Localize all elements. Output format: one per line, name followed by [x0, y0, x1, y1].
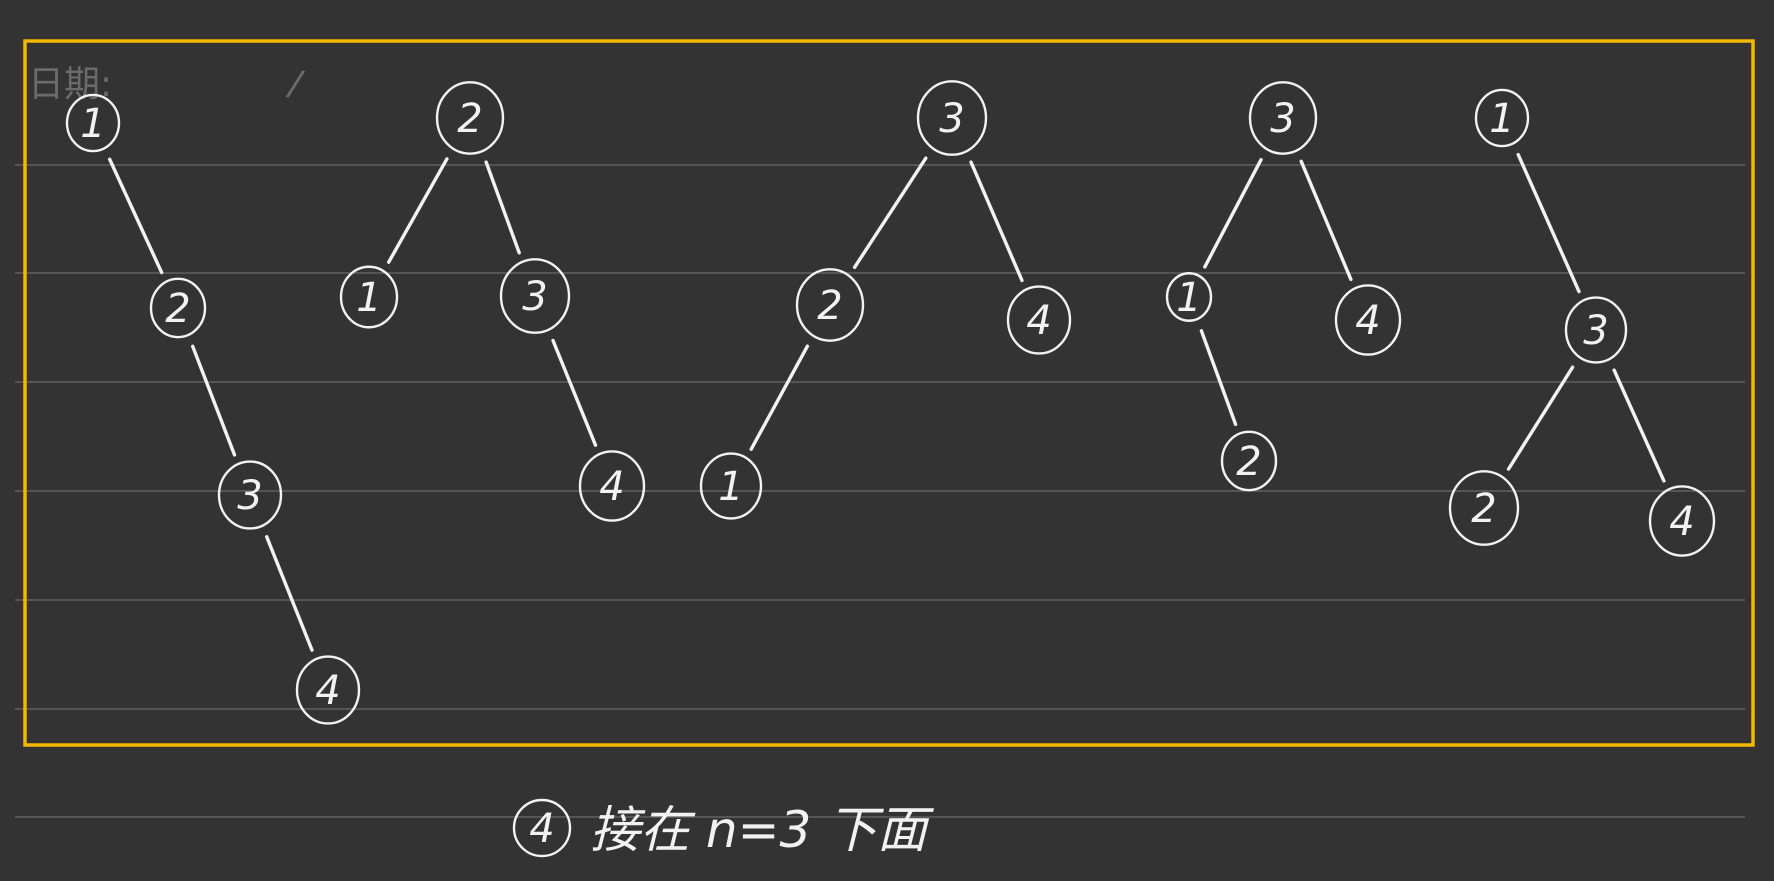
node-circle [1334, 284, 1402, 356]
node-label: 3 [939, 96, 964, 142]
tree-3-node-4: 4 [1006, 285, 1072, 355]
tree-5-edge [1516, 152, 1581, 294]
node-label: 4 [315, 668, 340, 714]
node-circle [1448, 470, 1520, 546]
tree-2-edge [484, 160, 521, 255]
node-circle [1220, 430, 1278, 492]
tree-2-node-1: 1 [339, 265, 399, 329]
node-label: 4 [599, 464, 624, 510]
tree-3-node-1: 1 [699, 452, 763, 520]
tree-4-edge [1299, 159, 1353, 282]
tree-1-node-3: 3 [217, 460, 283, 530]
node-label: 3 [237, 473, 262, 519]
node-label: 1 [718, 464, 743, 510]
node-circle [1474, 88, 1530, 148]
node-circle [339, 265, 399, 329]
tree-1-edge [265, 535, 314, 652]
tree-4-node-4: 4 [1334, 284, 1402, 356]
date-separator: / [284, 63, 307, 106]
tree-edges [107, 152, 1666, 652]
node-label: 1 [1489, 96, 1514, 142]
node-label: 1 [1176, 275, 1201, 321]
node-circle [1564, 296, 1628, 364]
node-label: 3 [522, 274, 547, 320]
node-circle [217, 460, 283, 530]
tree-1-edge [107, 157, 164, 275]
node-circle [699, 452, 763, 520]
tree-3-node-2: 2 [795, 268, 865, 342]
tree-4-node-1: 1 [1165, 272, 1213, 322]
node-circle [149, 277, 207, 339]
node-circle [1006, 285, 1072, 355]
tree-nodes: 1 2 3 4 2 1 3 4 3 2 4 1 3 1 4 2 1 3 2 4 [65, 80, 1716, 725]
tree-2-edge [551, 338, 598, 447]
node-label: 2 [1471, 486, 1496, 532]
tree-5-edge [1506, 365, 1575, 471]
tree-3-edge [749, 344, 810, 451]
note-circled-node [512, 798, 572, 858]
highlight-frame [23, 39, 1755, 747]
tree-2-node-3: 3 [499, 258, 571, 334]
tree-1-node-1: 1 [65, 93, 121, 153]
node-circle [1248, 81, 1318, 155]
tree-2-node-4: 4 [578, 450, 646, 522]
tree-4-node-2: 2 [1220, 430, 1278, 492]
tree-5-node-3: 3 [1564, 296, 1628, 364]
node-label: 4 [1355, 298, 1380, 344]
node-label: 1 [80, 101, 105, 147]
node-label: 2 [165, 286, 190, 332]
node-circle [795, 268, 865, 342]
tree-1-node-2: 2 [149, 277, 207, 339]
tree-2-node-2: 2 [435, 81, 505, 155]
tree-5-node-2: 2 [1448, 470, 1520, 546]
tree-1-edge [190, 344, 237, 457]
node-circle [65, 93, 121, 153]
note-text: 接在 n=3 下面 [590, 801, 934, 859]
tree-3-edge [852, 156, 928, 269]
node-circle [916, 80, 988, 156]
node-label: 2 [1236, 439, 1261, 485]
tree-5-edge [1612, 368, 1666, 483]
node-label: 3 [1583, 308, 1608, 354]
node-label: 4 [1669, 499, 1694, 545]
node-label: 2 [817, 283, 842, 329]
node-circle [435, 81, 505, 155]
node-circle [1648, 485, 1716, 557]
tree-1-node-4: 4 [295, 655, 361, 725]
node-circle [578, 450, 646, 522]
tree-4-edge [1203, 157, 1263, 269]
footnote: 4 接在 n=3 下面 [512, 798, 934, 859]
tree-3-node-3: 3 [916, 80, 988, 156]
tree-4-node-3: 3 [1248, 81, 1318, 155]
node-label: 3 [1270, 96, 1295, 142]
date-label: 日期: [28, 64, 112, 105]
node-label: 4 [1026, 298, 1051, 344]
node-label: 2 [457, 96, 482, 142]
tree-4-edge [1199, 329, 1238, 427]
node-label: 1 [356, 275, 381, 321]
node-circle [1165, 272, 1213, 322]
tree-3-edge [969, 160, 1024, 283]
node-circle [295, 655, 361, 725]
note-circled-label: 4 [529, 806, 554, 852]
tree-5-node-4: 4 [1648, 485, 1716, 557]
tree-2-edge [387, 157, 449, 264]
tree-5-node-1: 1 [1474, 88, 1530, 148]
node-circle [499, 258, 571, 334]
